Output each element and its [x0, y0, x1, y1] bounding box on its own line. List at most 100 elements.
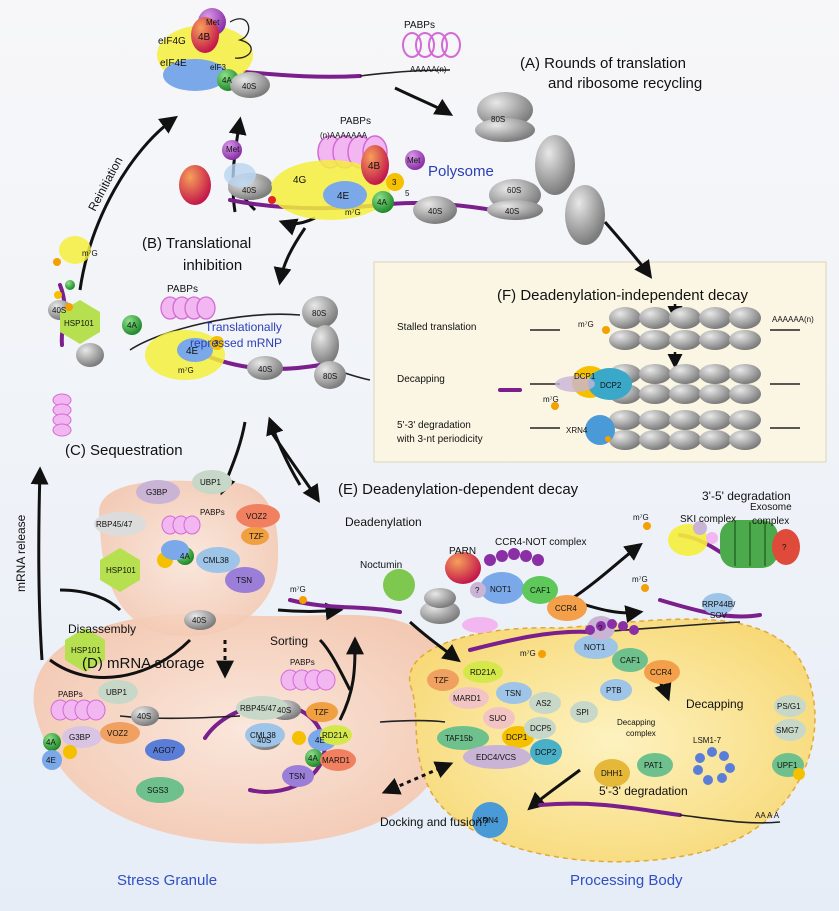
label-3-repressed: 3 [214, 339, 219, 348]
label-suo-pb: SUO [489, 714, 506, 723]
label-cml38-sg: CML38 [250, 731, 276, 740]
panel-f-dcp1: DCP1 [574, 372, 596, 381]
reinit-ribosome-left [54, 236, 91, 299]
three-five-label: 3'-5' degradation [702, 489, 791, 503]
label-mard1-pb: MARD1 [453, 694, 482, 703]
label-40s-polysome: 40S [428, 207, 442, 216]
label-dcp2-pb: DCP2 [535, 748, 557, 757]
label-voz2-sg: VOZ2 [107, 729, 128, 738]
cycle-arrows [30, 86, 672, 811]
label-hsp101-dis: HSP101 [71, 646, 101, 655]
section-c-label: (C) Sequestration [65, 442, 183, 459]
label-rd21a-sg: RD21A [322, 731, 348, 740]
label-4e-polysome: 4E [337, 191, 350, 202]
docking-arrow [381, 761, 454, 795]
label-exosome-1: Exosome [750, 502, 792, 513]
label-eif4e: eIF4E [160, 58, 187, 69]
label-m7g-repressed: m⁷G [178, 366, 194, 375]
panel-f-m7g-1: m⁷G [578, 320, 594, 329]
label-voz2-seq: VOZ2 [246, 512, 267, 521]
label-rd21a-pb: RD21A [470, 668, 496, 677]
pabps-sg [50, 515, 336, 721]
label-q-e: ? [475, 586, 480, 595]
label-not1-e: NOT1 [490, 585, 512, 594]
mrna-release-label: mRNA release [14, 514, 28, 592]
label-ccr4-pb: CCR4 [650, 668, 672, 677]
label-pabps-sg-left: PABPs [58, 690, 83, 699]
label-40s-recycle: 40S [242, 186, 256, 195]
lsm-ring [693, 747, 735, 785]
label-pabps-polysome: PABPs [340, 116, 371, 127]
label-60s-polysome: 60S [507, 186, 521, 195]
sg-proteins [60, 300, 280, 672]
section-a-label: (A) Rounds of translation [520, 55, 686, 72]
label-ccr4-e: CCR4 [555, 604, 577, 613]
initiation-complex-top [157, 8, 270, 98]
label-m7g-pb: m⁷G [520, 649, 536, 658]
label-tsn-seq: TSN [236, 576, 252, 585]
label-sov: SOV [710, 611, 728, 620]
label-g3bp-sg: G3BP [69, 733, 90, 742]
recycling-complex [179, 140, 276, 205]
label-noctumin: Noctumin [360, 560, 402, 571]
label-4a-sg: 4A [46, 738, 56, 747]
label-aa-pb: AA A A [755, 811, 780, 820]
label-smg7-pb: SMG7 [776, 726, 799, 735]
label-lsm-pb: LSM1-7 [693, 736, 722, 745]
label-eif4g: eIF4G [158, 36, 186, 47]
label-parn: PARN [449, 546, 476, 557]
label-ago7-sg: AGO7 [153, 746, 176, 755]
panel-f-row2: Decapping [397, 374, 445, 385]
pb-beads [585, 619, 639, 635]
deadenylation-proteins [383, 552, 587, 633]
label-caf1-pb: CAF1 [620, 656, 641, 665]
panel-f-row3b: with 3-nt periodicity [396, 434, 483, 445]
mrna-storage-proteins [42, 680, 356, 803]
label-tzf-seq: TZF [249, 532, 264, 541]
label-ptb-pb: PTB [606, 686, 622, 695]
label-4g-polysome: 4G [293, 175, 307, 186]
deadenylation-label: Deadenylation [345, 515, 422, 529]
label-met-recycle: Met [226, 145, 240, 154]
repressed-label-2: repressed mRNP [190, 336, 282, 350]
label-4a-repressed: 4A [127, 321, 137, 330]
label-exosome-2: complex [752, 516, 789, 527]
label-3-polysome: 3 [392, 178, 397, 187]
label-m7g-polysome: m⁷G [345, 208, 361, 217]
label-mard1-sg: MARD1 [322, 756, 351, 765]
five-three-label: 5'-3' degradation [599, 784, 688, 798]
label-40s-polysome-2: 40S [505, 207, 519, 216]
label-80s-repressed-2: 80S [323, 372, 337, 381]
panel-f-row3a: 5'-3' degradation [397, 420, 471, 431]
panel-f-m7g-2: m⁷G [543, 395, 559, 404]
label-tsn-pb: TSN [505, 689, 521, 698]
label-4b-polysome: 4B [368, 161, 381, 172]
label-rbp-seq: RBP45/47 [96, 520, 133, 529]
caps [53, 258, 651, 658]
label-4e-repressed: 4E [186, 346, 199, 357]
label-4b-top: 4B [198, 32, 211, 43]
label-hsp101-seq: HSP101 [106, 566, 136, 575]
label-4e-sg: 4E [46, 756, 56, 765]
label-4a-sg-right: 4A [308, 754, 318, 763]
label-eif3: eIF3 [210, 63, 227, 72]
label-ubp1-sg: UBP1 [106, 688, 127, 697]
label-pabps-repressed: PABPs [167, 284, 198, 295]
label-dcp1-pb: DCP1 [506, 733, 528, 742]
label-polya-polysome: (n)AAAAAAA [320, 131, 368, 140]
label-4e-sg-right: 4E [315, 736, 325, 745]
repressed-label-1: Translationally [205, 320, 282, 334]
pb-proteins [427, 616, 806, 838]
label-40s-sg-3: 40S [257, 736, 271, 745]
label-m7g-e: m⁷G [290, 585, 306, 594]
label-80s-polysome: 80S [491, 115, 505, 124]
label-caf1-e: CAF1 [530, 586, 551, 595]
label-rbp-sg: RBP45/47 [240, 704, 277, 713]
label-80s-repressed: 80S [312, 309, 326, 318]
label-m7g-left: m⁷G [82, 249, 98, 258]
label-xrn4-pb: XRN4 [477, 816, 499, 825]
label-sgs3-sg: SGS3 [147, 786, 169, 795]
section-b-label-2: inhibition [183, 257, 242, 274]
